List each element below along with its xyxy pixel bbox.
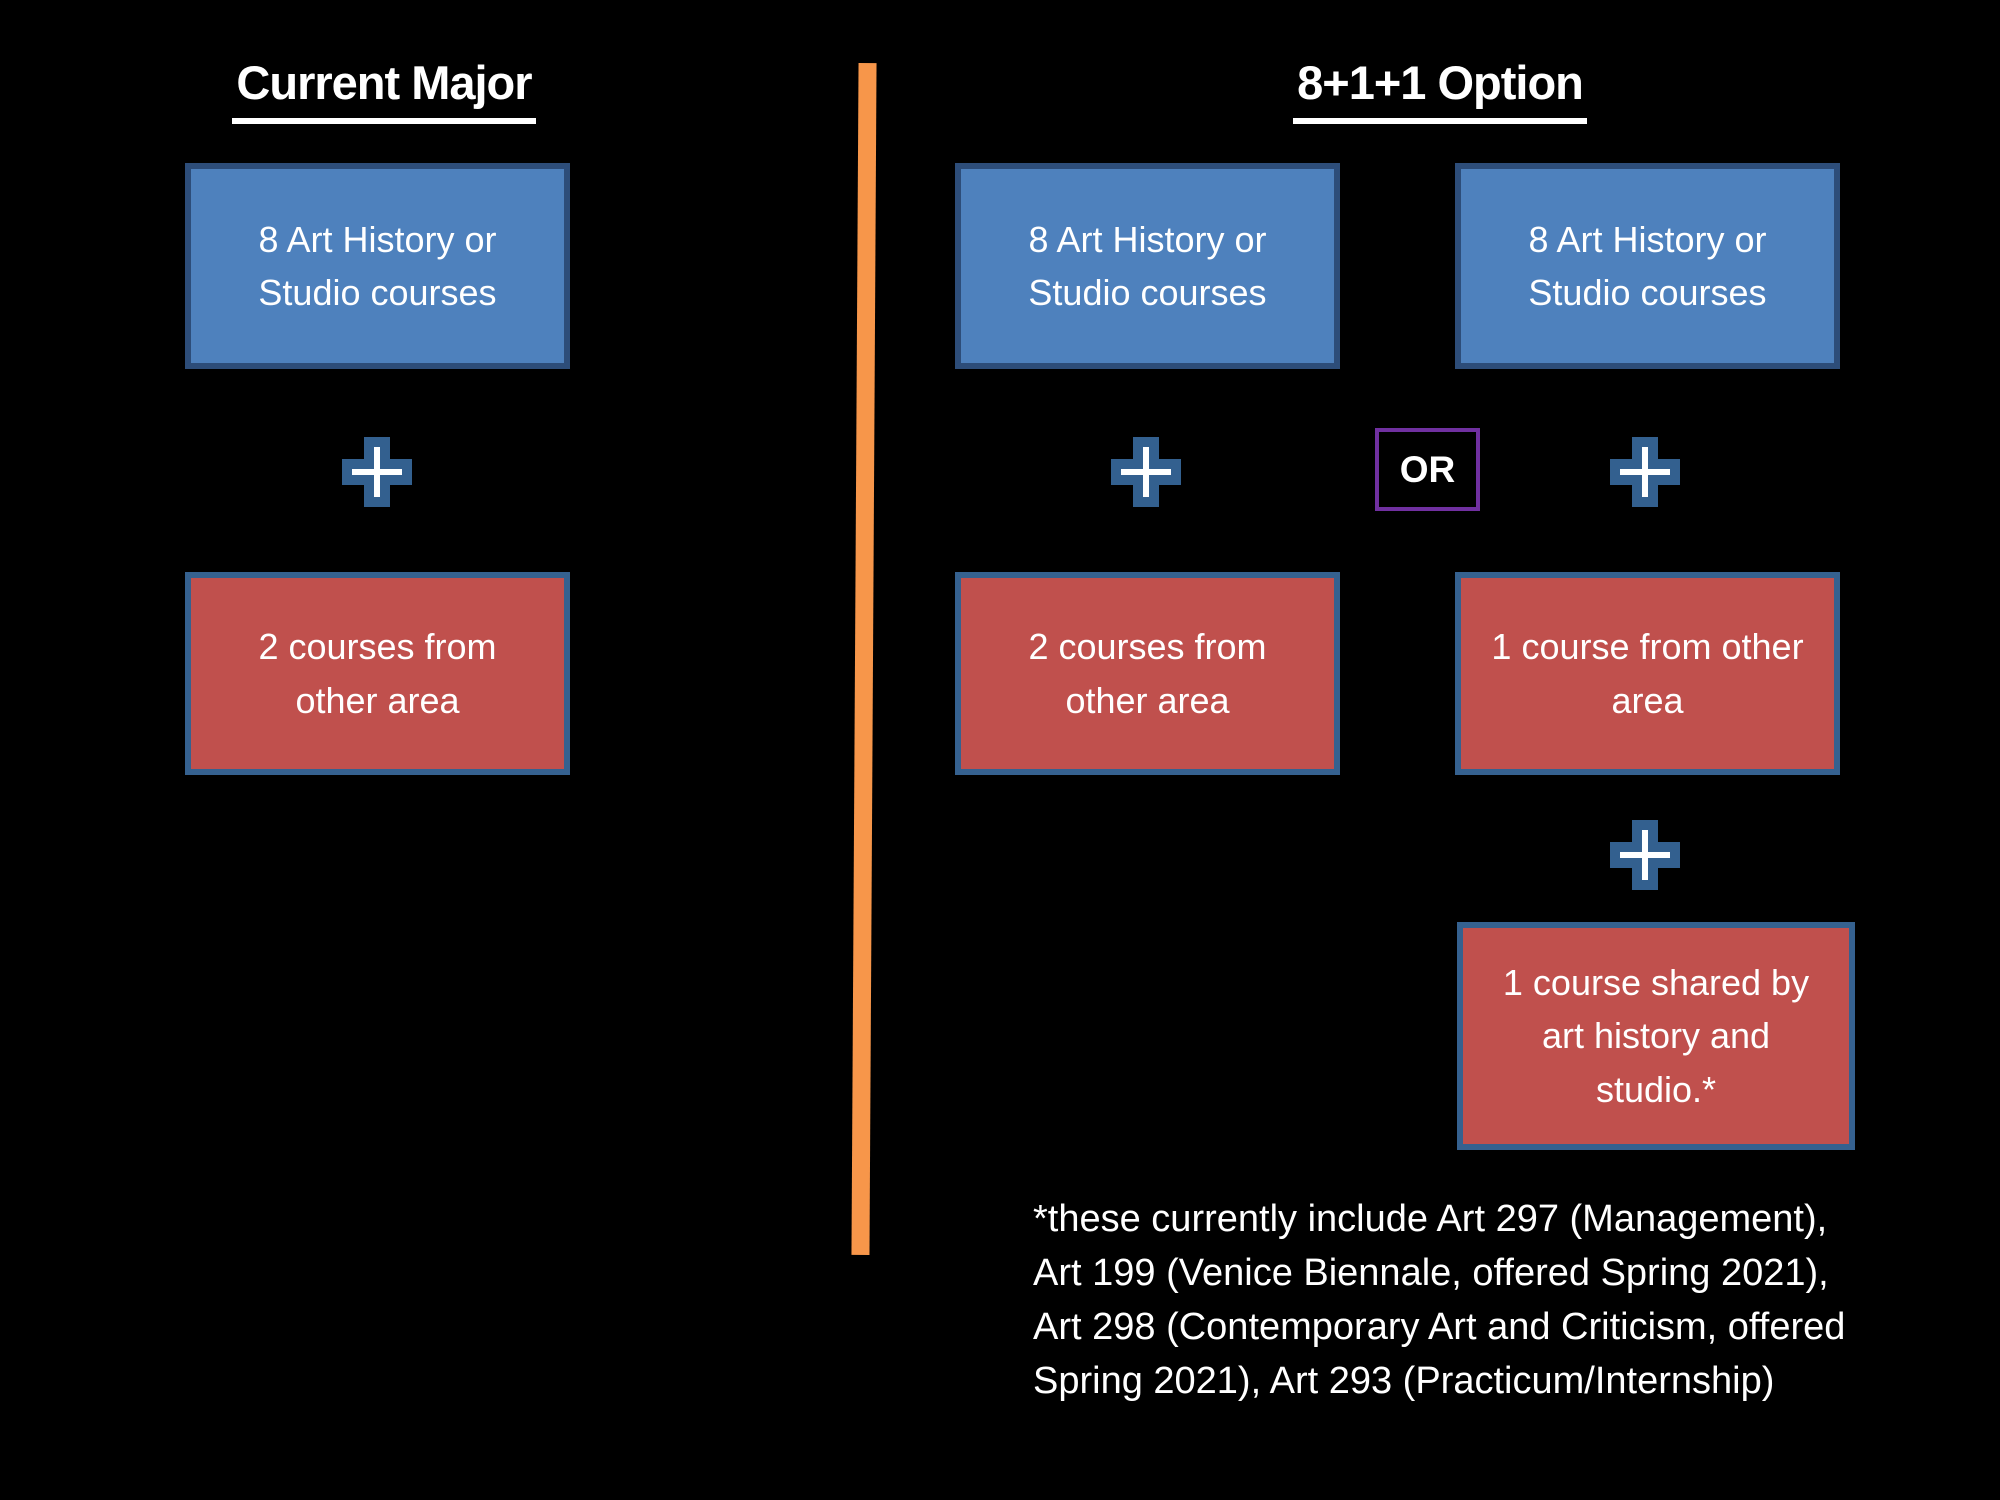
left-blue-box: 8 Art History or Studio courses	[185, 163, 570, 369]
left-red-box: 2 courses from other area	[185, 572, 570, 775]
current-major-title: Current Major	[134, 55, 634, 124]
option-a-blue-box: 8 Art History or Studio courses	[955, 163, 1340, 369]
left-red-box-label: 2 courses from other area	[258, 626, 497, 721]
plus-icon	[1610, 820, 1680, 890]
left-blue-box-label: 8 Art History or Studio courses	[258, 218, 497, 313]
option-title: 8+1+1 Option	[1190, 55, 1690, 124]
option-a-red-box: 2 courses from other area	[955, 572, 1340, 775]
option-b-blue-box: 8 Art History or Studio courses	[1455, 163, 1840, 369]
option-title-text: 8+1+1 Option	[1293, 55, 1587, 124]
or-badge: OR	[1375, 428, 1480, 511]
footnote-line: Art 298 (Contemporary Art and Criticism,…	[1033, 1306, 1846, 1348]
or-badge-label: OR	[1399, 448, 1456, 490]
option-b-blue-box-label: 8 Art History or Studio courses	[1528, 218, 1767, 313]
option-b-red-box-1-label: 1 course from other area	[1491, 626, 1804, 721]
orange-divider	[851, 62, 877, 1256]
footnote-line: Spring 2021), Art 293 (Practicum/Interns…	[1033, 1360, 1775, 1402]
footnote: *these currently include Art 297 (Manage…	[1033, 1192, 1845, 1408]
option-a-blue-box-label: 8 Art History or Studio courses	[1028, 218, 1267, 313]
footnote-line: Art 199 (Venice Biennale, offered Spring…	[1033, 1252, 1829, 1294]
option-b-red-box-2-label: 1 course shared by art history and studi…	[1502, 962, 1810, 1110]
footnote-line: *these currently include Art 297 (Manage…	[1033, 1198, 1828, 1240]
plus-icon	[1111, 437, 1181, 507]
option-b-red-box-1: 1 course from other area	[1455, 572, 1840, 775]
plus-icon	[342, 437, 412, 507]
option-b-red-box-2: 1 course shared by art history and studi…	[1457, 922, 1855, 1150]
plus-icon	[1610, 437, 1680, 507]
option-a-red-box-label: 2 courses from other area	[1028, 626, 1267, 721]
current-major-title-text: Current Major	[232, 55, 536, 124]
